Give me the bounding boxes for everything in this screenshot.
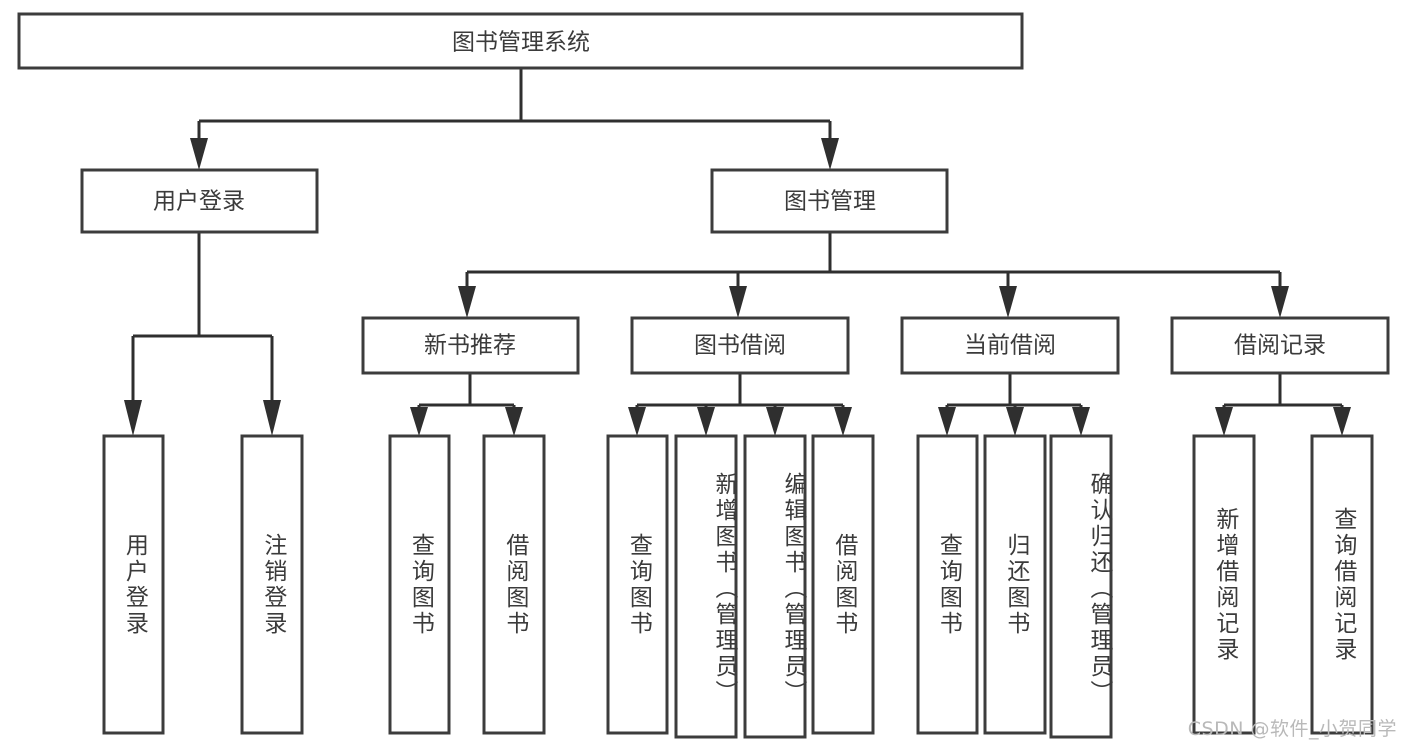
arrow-leaf-borrow-book-2: [834, 407, 852, 436]
node-box-leaf-borrow-book-2[interactable]: [811, 434, 875, 735]
node-box-leaf-add-book[interactable]: [674, 434, 738, 739]
node-label-current-borrow: 当前借阅: [964, 333, 1056, 359]
connector-layer: [124, 68, 1351, 436]
arrow-borrow-record: [1271, 286, 1289, 318]
node-box-leaf-query-book-1[interactable]: [388, 434, 451, 735]
node-box-leaf-add-record[interactable]: [1192, 434, 1256, 735]
node-box-root[interactable]: [17, 12, 1024, 70]
node-box-leaf-edit-book[interactable]: [743, 434, 807, 739]
arrow-leaf-query-book-3: [938, 407, 956, 436]
arrow-leaf-query-book-2: [628, 407, 646, 436]
arrow-leaf-query-record: [1333, 407, 1351, 436]
arrow-leaf-add-book: [697, 407, 715, 436]
node-box-leaf-return-book[interactable]: [983, 434, 1047, 735]
node-box-leaf-user-login[interactable]: [102, 434, 165, 735]
node-label-book-manage: 图书管理: [784, 189, 876, 215]
arrow-current-borrow: [999, 286, 1017, 318]
node-label-root: 图书管理系统: [452, 30, 590, 56]
node-box-leaf-query-book-2[interactable]: [606, 434, 669, 735]
node-box-leaf-confirm-return[interactable]: [1049, 434, 1113, 739]
node-layer: 图书管理系统 用户登录 图书管理 新书推荐 图书借阅 当前借阅 借阅记录: [17, 12, 1390, 739]
node-label-borrow-record: 借阅记录: [1234, 333, 1326, 359]
node-label-user-login: 用户登录: [153, 189, 245, 215]
node-box-book-manage[interactable]: [710, 168, 949, 234]
arrow-book-borrow: [729, 286, 747, 318]
node-label-book-borrow: 图书借阅: [694, 333, 786, 359]
arrow-leaf-query-book-1: [410, 407, 428, 436]
arrow-leaf-edit-book: [766, 407, 784, 436]
node-box-leaf-query-book-3[interactable]: [916, 434, 979, 735]
node-box-borrow-record[interactable]: [1170, 316, 1390, 375]
arrow-user-login: [190, 138, 208, 170]
arrow-leaf-user-login: [124, 400, 142, 436]
node-label-new-book-recommend: 新书推荐: [424, 333, 516, 359]
node-box-new-book-recommend[interactable]: [361, 316, 580, 375]
arrow-leaf-add-record: [1215, 407, 1233, 436]
node-box-current-borrow[interactable]: [900, 316, 1120, 375]
node-box-leaf-borrow-book-1[interactable]: [482, 434, 546, 735]
arrow-leaf-borrow-book-1: [505, 407, 523, 436]
arrow-leaf-user-logout: [263, 400, 281, 436]
arrow-leaf-return-book: [1006, 407, 1024, 436]
node-box-leaf-query-record[interactable]: [1310, 434, 1374, 735]
node-box-user-login[interactable]: [80, 168, 319, 234]
watermark-text: CSDN @软件_小贺同学: [1187, 718, 1397, 740]
node-box-leaf-user-logout[interactable]: [240, 434, 304, 735]
arrow-new-book-recommend: [458, 286, 476, 318]
node-box-book-borrow[interactable]: [630, 316, 850, 375]
arrow-book-manage: [821, 138, 839, 170]
arrow-leaf-confirm-return: [1072, 407, 1090, 436]
